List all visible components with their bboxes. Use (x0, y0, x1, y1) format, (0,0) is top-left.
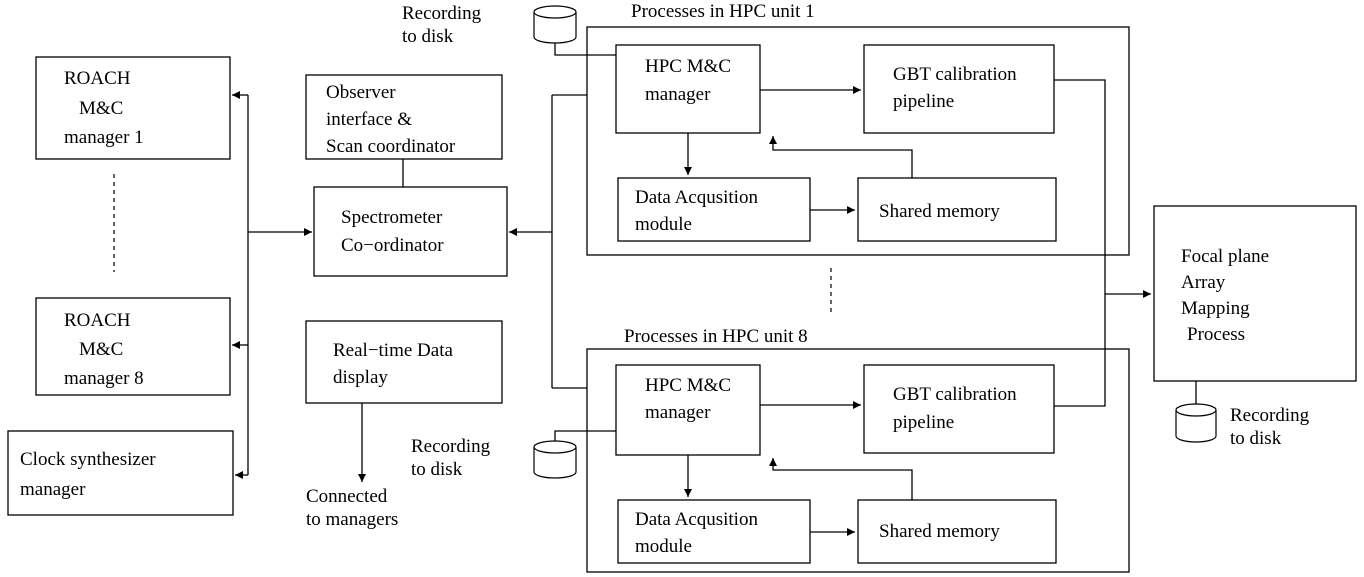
observer-line-2: interface & (326, 109, 412, 130)
gbt-to-focal-links (1054, 79, 1151, 407)
hpc1-recording-line-1: Recording (402, 3, 482, 24)
hpc-unit-8-group: Processes in HPC unit 8 HPC M&C manager … (586, 326, 1130, 573)
focal-line-2: Array (1181, 272, 1226, 293)
spectrometer-line-1: Spectrometer (341, 207, 443, 228)
focal-recording-line-2: to disk (1230, 428, 1282, 449)
hpc1-mc-manager-line-2: manager (645, 84, 711, 105)
hpc1-daq-line-1: Data Acqusition (635, 187, 758, 208)
hpc8-gbt-line-1: GBT calibration (893, 384, 1017, 405)
spectrometer-line-2: Co−ordinator (341, 235, 444, 256)
hpc-unit-1-group: Processes in HPC unit 1 HPC M&C manager … (586, 1, 1130, 256)
observer-interface-node: Observer interface & Scan coordinator (305, 74, 503, 160)
focal-plane-mapping-node: Focal plane Array Mapping Process (1153, 205, 1357, 382)
hpc8-daq-line-2: module (635, 536, 692, 557)
roach-manager-8-line-1: ROACH (64, 310, 131, 331)
hpc8-daq-line-1: Data Acqusition (635, 509, 758, 530)
roach-manager-8-line-3: manager 8 (64, 368, 144, 389)
clock-manager-line-2: manager (20, 479, 86, 500)
focal-recording-line-1: Recording (1230, 405, 1310, 426)
observer-line-3: Scan coordinator (326, 136, 456, 157)
roach-manager-8-node: ROACH M&C manager 8 (35, 297, 231, 396)
focal-line-3: Mapping (1181, 298, 1250, 319)
hpc1-gbt-pipeline-box (863, 44, 1055, 134)
realtime-display-node: Real−time Data display (305, 320, 503, 404)
roach-manager-8-line-2: M&C (79, 339, 123, 360)
hpc8-mc-manager-line-1: HPC M&C (645, 375, 731, 396)
hpc1-recording-line-2: to disk (402, 26, 454, 47)
spectrometer-coordinator-node: Spectrometer Co−ordinator (313, 186, 508, 277)
hpc8-shared-to-mc-arrow (769, 458, 913, 500)
hpc8-gbt-pipeline-box (863, 364, 1055, 454)
hpc8-mc-manager-line-2: manager (645, 402, 711, 423)
focal-line-4: Process (1187, 324, 1245, 345)
disk-icon (533, 440, 577, 479)
hpc-unit-1-title: Processes in HPC unit 1 (631, 1, 815, 22)
disk-icon (1175, 403, 1217, 443)
disk-icon (533, 5, 577, 44)
roach-manager-1-node: ROACH M&C manager 1 (35, 56, 231, 160)
hpc1-disk-link (554, 43, 616, 56)
realtime-line-1: Real−time Data (333, 340, 453, 361)
roach-manager-1-line-3: manager 1 (64, 127, 144, 148)
observer-line-1: Observer (326, 82, 396, 103)
hpc8-gbt-line-2: pipeline (893, 412, 954, 433)
hpc8-daq-module-box (617, 499, 811, 564)
hpc1-daq-line-2: module (635, 214, 692, 235)
clock-synthesizer-manager-node: Clock synthesizer manager (7, 430, 234, 516)
hpc8-shared-memory-box (857, 499, 1057, 564)
focal-line-1: Focal plane (1181, 246, 1269, 267)
connected-label-line-1: Connected (306, 486, 388, 507)
hpc1-shared-memory-box (857, 177, 1057, 242)
hpc1-daq-module-box (617, 177, 811, 242)
hpc1-gbt-line-2: pipeline (893, 91, 954, 112)
clock-manager-line-1: Clock synthesizer (20, 449, 156, 470)
manager-bus (232, 91, 312, 479)
hpc8-recording-line-2: to disk (411, 459, 463, 480)
roach-manager-1-line-1: ROACH (64, 68, 131, 89)
hpc1-gbt-line-1: GBT calibration (893, 64, 1017, 85)
roach-manager-1-line-2: M&C (79, 98, 123, 119)
hpc8-shared-memory-label: Shared memory (879, 521, 1000, 542)
hpc8-recording-line-1: Recording (411, 436, 491, 457)
hpc1-mc-manager-line-1: HPC M&C (645, 56, 731, 77)
hpc-unit-8-title: Processes in HPC unit 8 (624, 326, 808, 347)
realtime-line-2: display (333, 367, 388, 388)
hpc8-mc-manager-box (615, 364, 761, 456)
connected-label-line-2: to managers (306, 509, 398, 530)
hpc8-disk-link (554, 430, 616, 441)
hpc1-shared-to-mc-arrow (769, 136, 913, 178)
hpc1-shared-memory-label: Shared memory (879, 201, 1000, 222)
